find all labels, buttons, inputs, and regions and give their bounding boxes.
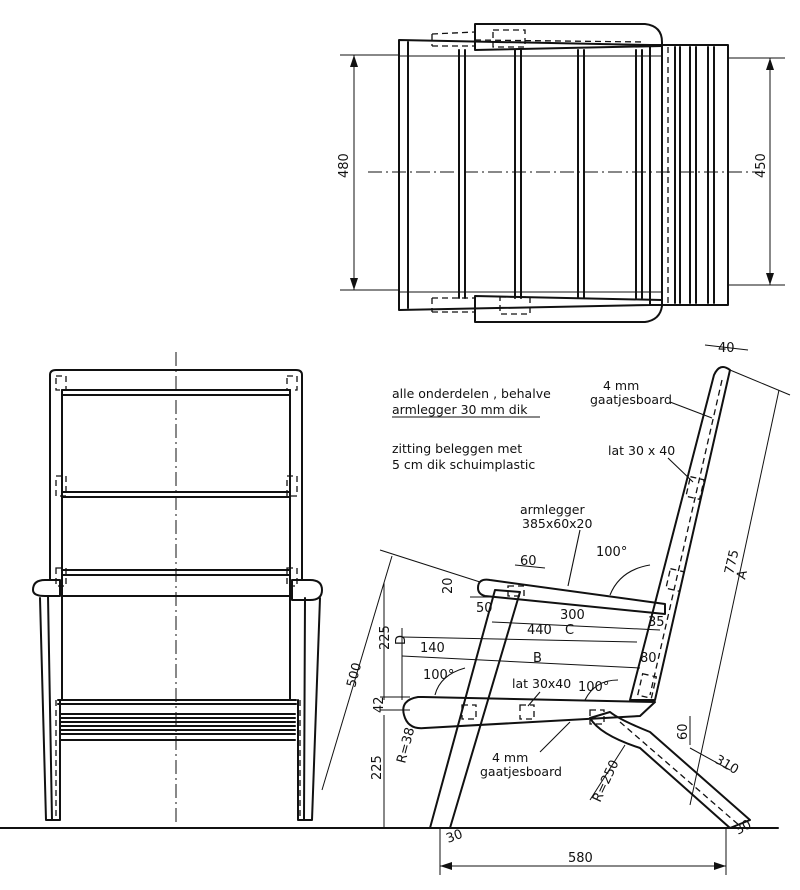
label-lat-seat: lat 30x40 xyxy=(512,676,571,691)
dim-500: 500 xyxy=(344,661,365,689)
label-armlegger-2: 385x60x20 xyxy=(522,516,593,531)
dim-440: 440 xyxy=(527,623,552,638)
dim-60: 60 xyxy=(520,554,537,569)
top-view-armrest-top xyxy=(474,23,663,51)
dim-R38: R=38 xyxy=(394,726,418,765)
top-view: 480 450 xyxy=(337,23,785,323)
side-seat xyxy=(402,696,656,730)
label-gaatjesboard-back-1: 4 mm xyxy=(603,378,639,393)
dim-450: 450 xyxy=(754,153,769,178)
dim-480: 480 xyxy=(337,153,352,178)
dim-42: 42 xyxy=(372,696,387,713)
top-view-armrest-bottom xyxy=(474,295,663,323)
dim-R250: R=250 xyxy=(590,758,623,805)
label-gaatjesboard-seat-2: gaatjesboard xyxy=(480,764,562,779)
dim-100-right: 100° xyxy=(578,680,609,695)
dim-50: 50 xyxy=(476,601,493,616)
dim-100-left: 100° xyxy=(423,668,454,683)
dim-B: B xyxy=(533,651,542,666)
label-armlegger-1: armlegger xyxy=(520,502,585,517)
note-line-1: alle onderdelen , behalve xyxy=(392,386,551,401)
label-gaatjesboard-back-2: gaatjesboard xyxy=(590,392,672,407)
dim-300: 300 xyxy=(560,608,585,623)
dim-C: C xyxy=(565,623,574,638)
part-labels: 4 mm gaatjesboard lat 30 x 40 armlegger … xyxy=(480,378,713,779)
note-line-4: 5 cm dik schuimplastic xyxy=(392,457,535,472)
dim-35: 35 xyxy=(648,615,665,630)
dim-40: 40 xyxy=(718,341,735,356)
dim-20: 20 xyxy=(441,577,456,594)
front-armrest-left xyxy=(32,579,61,597)
dim-30-left: 30 xyxy=(444,827,465,847)
dim-140: 140 xyxy=(420,641,445,656)
dim-580: 580 xyxy=(568,851,593,866)
label-gaatjesboard-seat-1: 4 mm xyxy=(492,750,528,765)
side-view: 40 775 A 60 100° 20 50 300 C 35 500 225 … xyxy=(321,341,791,875)
dim-30-right: 30 xyxy=(733,817,755,838)
notes: alle onderdelen , behalve armlegger 30 m… xyxy=(392,386,551,472)
top-view-seat-outline xyxy=(398,39,651,311)
dim-D: D xyxy=(394,635,409,645)
dim-310: 310 xyxy=(712,752,741,777)
side-rear-leg xyxy=(589,711,751,829)
front-armrest-right xyxy=(291,579,323,601)
dim-A: A xyxy=(734,569,751,581)
top-view-backrest-outline xyxy=(649,44,729,306)
dim-80: 80 xyxy=(640,651,657,666)
label-lat-back: lat 30 x 40 xyxy=(608,443,675,458)
note-line-2: armlegger 30 mm dik xyxy=(392,402,528,417)
note-line-3: zitting beleggen met xyxy=(392,441,522,456)
front-view xyxy=(32,352,323,825)
dim-225-top: 225 xyxy=(378,625,393,650)
dim-775: 775 xyxy=(722,548,742,576)
dim-225-bottom: 225 xyxy=(370,755,385,780)
dim-60-right: 60 xyxy=(676,723,691,740)
side-front-leg xyxy=(429,589,521,829)
side-backrest xyxy=(629,365,731,701)
side-armrest xyxy=(477,578,666,615)
dim-100-arm: 100° xyxy=(596,545,627,560)
